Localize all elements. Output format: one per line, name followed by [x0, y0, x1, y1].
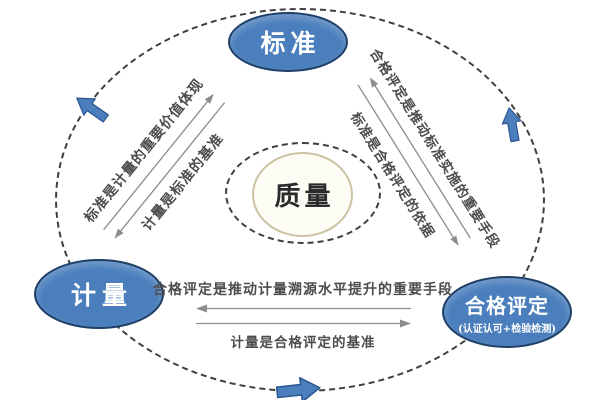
node-conformity-sublabel: (认证认可+检验检测)	[458, 323, 556, 335]
flow-arrow-right-icon	[501, 107, 522, 143]
inner-dashed-ring	[225, 142, 381, 244]
relation-metrology-conformity: 合格评定是推动计量溯源水平提升的重要手段 计量是合格评定的基准	[153, 279, 452, 351]
thin-arrow-toward-conformity-icon	[195, 319, 411, 328]
thin-arrow-toward-conformity-icon	[357, 84, 459, 246]
node-conformity: 合格评定 (认证认可+检验检测)	[442, 276, 572, 348]
thin-arrow-toward-metrology-icon	[114, 102, 225, 240]
relation-standard-metrology: 标准是计量的重要价值体现 计量是标准的基准	[73, 66, 253, 265]
relation-standard-conformity: 合格评定是推动标准实施的重要手段 标准是合格评定的依据	[322, 41, 509, 282]
node-conformity-label: 合格评定	[465, 293, 549, 318]
relation-label: 计量是合格评定的基准	[230, 335, 376, 351]
node-quality: 质量	[252, 152, 353, 237]
relation-label: 合格评定是推动计量溯源水平提升的重要手段	[153, 282, 453, 298]
node-quality-label: 质量	[274, 182, 335, 212]
flow-arrow-upper-left-icon	[76, 97, 109, 123]
node-metrology: 计量	[34, 259, 164, 329]
node-standard-label: 标准	[260, 29, 321, 58]
thin-arrow-toward-standard-icon	[102, 94, 214, 231]
thin-arrow-toward-metrology-icon	[195, 304, 411, 313]
node-standard: 标准	[228, 12, 348, 72]
thin-arrow-toward-standard-icon	[369, 77, 471, 239]
flow-arrow-bottom-icon	[275, 377, 321, 400]
node-metrology-label: 计量	[70, 281, 133, 310]
